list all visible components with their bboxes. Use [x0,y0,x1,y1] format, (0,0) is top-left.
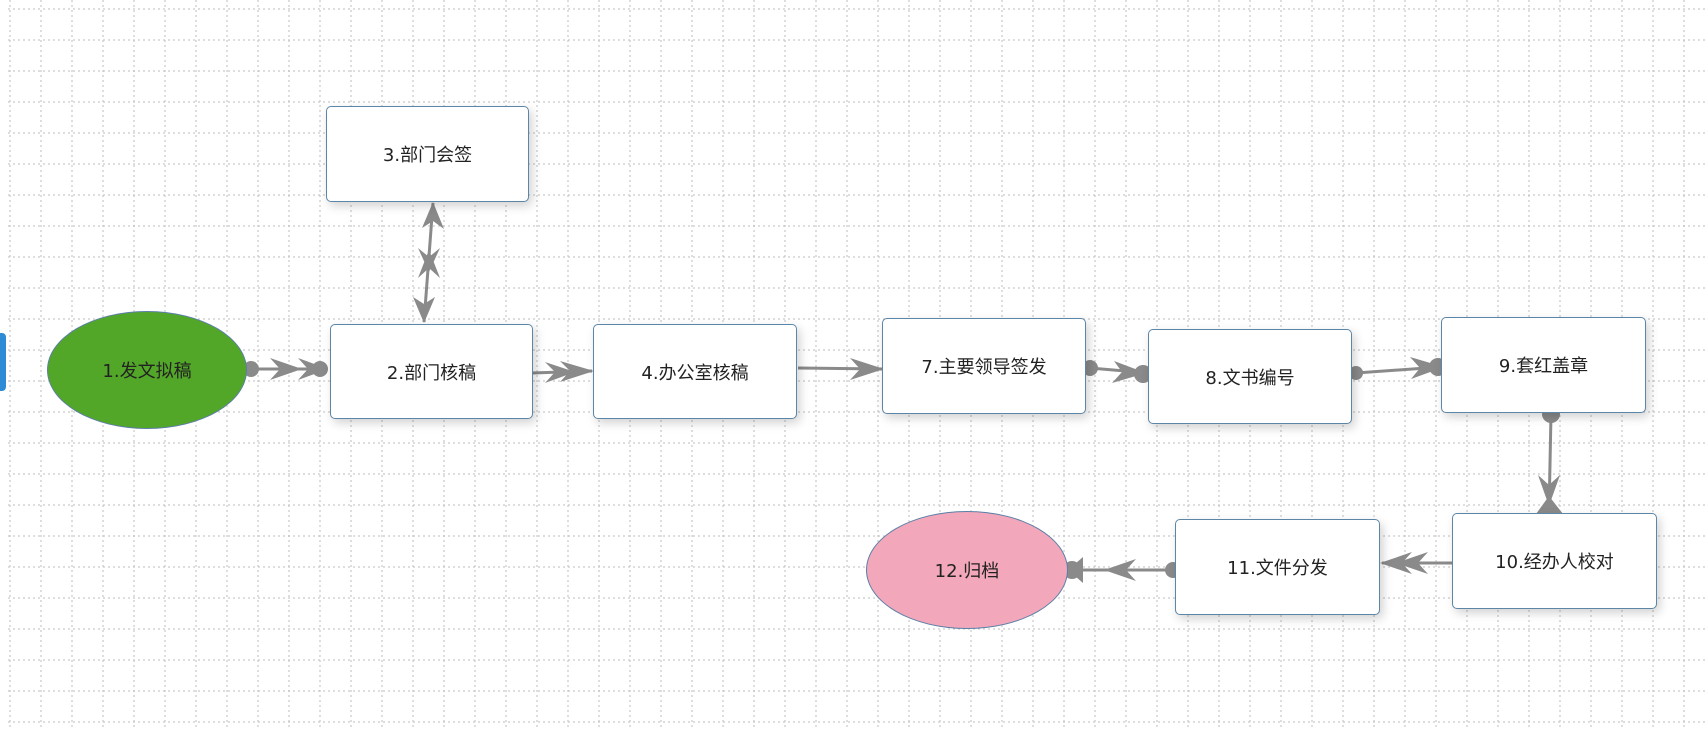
node-12-archive[interactable]: 12.归档 [866,511,1068,629]
side-panel-toggle[interactable] [0,333,6,391]
node-9-label: 9.套红盖章 [1498,356,1589,377]
node-1-draft[interactable]: 1.发文拟稿 [47,311,247,429]
node-1-label: 1.发文拟稿 [102,361,192,382]
node-12-label: 12.归档 [934,561,1000,582]
connector-8-to-9[interactable] [1349,357,1447,380]
node-2-dept-review[interactable]: 2.部门核稿 [330,324,533,419]
connector-10-to-11[interactable] [1380,552,1452,574]
node-11-label: 11.文件分发 [1227,558,1328,579]
node-3-dept-countersign[interactable]: 3.部门会签 [326,106,529,202]
node-7-label: 7.主要领导签发 [921,357,1047,378]
node-10-label: 10.经办人校对 [1495,552,1614,573]
node-2-label: 2.部门核稿 [386,362,477,384]
node-4-office-review[interactable]: 4.办公室核稿 [593,324,797,419]
connector-11-to-12[interactable] [1063,557,1181,583]
connector-9-to-10[interactable] [1536,405,1563,515]
node-8-label: 8.文书编号 [1205,367,1295,389]
connector-2-to-3[interactable] [413,202,444,323]
connector-1-to-2[interactable] [243,358,328,380]
node-8-document-number[interactable]: 8.文书编号 [1148,329,1352,424]
connector-7-to-8[interactable] [1082,360,1152,383]
node-10-handler-proofread[interactable]: 10.经办人校对 [1452,513,1657,609]
connector-4-to-7[interactable] [797,358,884,380]
node-11-file-distribution[interactable]: 11.文件分发 [1175,519,1380,615]
node-4-label: 4.办公室核稿 [641,362,749,384]
node-3-label: 3.部门会签 [382,145,473,166]
node-7-leader-sign[interactable]: 7.主要领导签发 [882,318,1086,414]
node-9-red-seal[interactable]: 9.套红盖章 [1441,317,1646,413]
connector-2-to-4[interactable] [531,361,594,383]
